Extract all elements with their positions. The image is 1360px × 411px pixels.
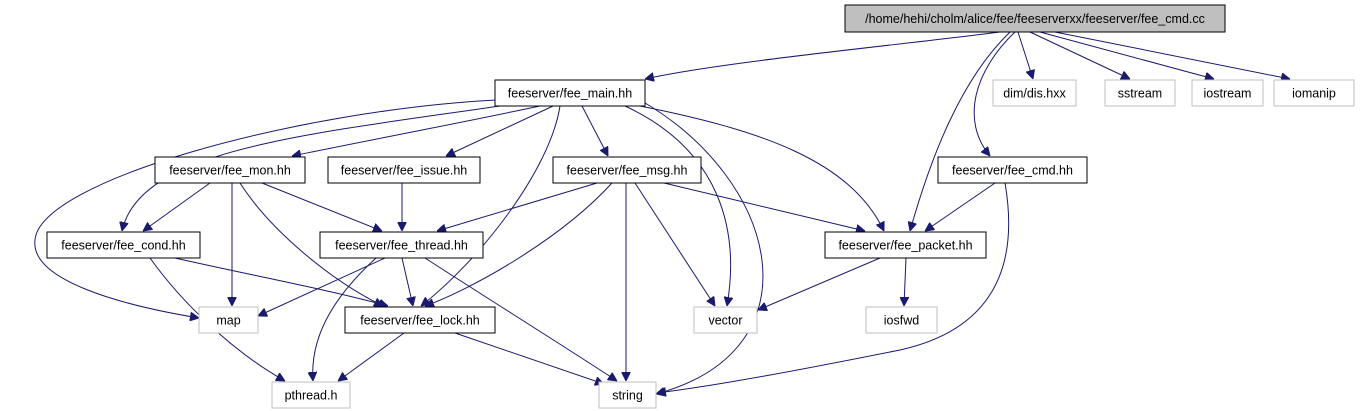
edge-fee_main-to-map	[34, 99, 498, 318]
node-label: feeserver/fee_cond.hh	[61, 238, 185, 252]
edge-root-to-fee_packet	[910, 31, 1011, 231]
node-box	[344, 306, 496, 334]
edge-fee_mon-to-fee_lock	[239, 182, 383, 306]
node-box	[937, 156, 1088, 184]
node-fee_packet[interactable]: feeserver/fee_packet.hh	[824, 231, 987, 259]
edge-fee_mon-to-fee_cond	[143, 182, 211, 231]
edge-fee_main-to-fee_msg	[581, 105, 608, 156]
edge-fee_msg-to-fee_thread	[437, 182, 598, 231]
edge-fee_lock-to-pthread	[338, 332, 405, 381]
node-sstream: sstream	[1104, 79, 1176, 107]
edge-fee_packet-to-vector	[758, 257, 881, 310]
node-fee_mon[interactable]: feeserver/fee_mon.hh	[154, 156, 306, 184]
node-fee_msg[interactable]: feeserver/fee_msg.hh	[552, 156, 702, 184]
edge-root-to-iostream	[1039, 31, 1214, 79]
edge-fee_cmd_hh-to-fee_packet	[925, 182, 996, 231]
node-box	[327, 156, 481, 184]
node-label: dim/dis.hxx	[1003, 86, 1066, 100]
edge-fee_packet-to-iosfwd	[904, 257, 906, 306]
node-box	[271, 381, 351, 409]
node-label: feeserver/fee_issue.hh	[341, 163, 468, 177]
node-box	[1104, 79, 1176, 107]
node-pthread: pthread.h	[271, 381, 351, 409]
node-label: feeserver/fee_packet.hh	[838, 238, 972, 252]
node-dis: dim/dis.hxx	[992, 79, 1077, 107]
node-label: iostream	[1204, 86, 1252, 100]
node-vector: vector	[693, 306, 758, 334]
node-box	[844, 4, 1226, 33]
node-box	[319, 231, 484, 259]
node-box	[46, 231, 201, 259]
node-label: string	[612, 388, 643, 402]
node-box	[824, 231, 987, 259]
node-fee_lock[interactable]: feeserver/fee_lock.hh	[344, 306, 496, 334]
node-fee_cond[interactable]: feeserver/fee_cond.hh	[46, 231, 201, 259]
edge-fee_thread-to-string	[424, 257, 617, 381]
edge-fee_main-to-fee_mon	[292, 105, 541, 156]
node-box	[865, 306, 938, 334]
node-fee_main[interactable]: feeserver/fee_main.hh	[494, 79, 646, 107]
node-label: feeserver/fee_cmd.hh	[952, 163, 1073, 177]
edge-fee_msg-to-vector	[634, 182, 715, 306]
edge-fee_lock-to-string	[454, 332, 604, 384]
edge-fee_main-to-fee_issue	[446, 105, 554, 156]
node-box	[198, 306, 259, 334]
node-fee_issue[interactable]: feeserver/fee_issue.hh	[327, 156, 481, 184]
edge-fee_msg-to-fee_lock	[425, 182, 613, 306]
node-map: map	[198, 306, 259, 334]
node-label: /home/hehi/cholm/alice/fee/feeserverxx/f…	[865, 12, 1205, 26]
edge-root-to-fee_main	[645, 31, 1001, 79]
node-box	[693, 306, 758, 334]
node-box	[1273, 79, 1355, 107]
edge-root-to-dis	[1017, 31, 1033, 79]
edge-root-to-iomanip	[1054, 31, 1290, 79]
nodes-layer: /home/hehi/cholm/alice/fee/feeserverxx/f…	[46, 4, 1355, 409]
edge-fee_main-to-fee_lock	[421, 105, 561, 306]
node-box	[598, 381, 657, 409]
node-iosfwd: iosfwd	[865, 306, 938, 334]
node-label: iosfwd	[884, 313, 919, 327]
node-root[interactable]: /home/hehi/cholm/alice/fee/feeserverxx/f…	[844, 4, 1226, 33]
node-string: string	[598, 381, 657, 409]
node-iomanip: iomanip	[1273, 79, 1355, 107]
node-label: feeserver/fee_msg.hh	[567, 163, 688, 177]
node-label: pthread.h	[285, 388, 338, 402]
node-label: map	[216, 313, 240, 327]
edge-fee_main-to-fee_cond	[122, 105, 501, 231]
edge-fee_main-to-fee_packet	[639, 105, 884, 231]
node-label: iomanip	[1292, 86, 1336, 100]
node-label: feeserver/fee_thread.hh	[335, 238, 468, 252]
node-box	[1191, 79, 1264, 107]
edge-fee_msg-to-fee_packet	[663, 182, 865, 231]
node-fee_thread[interactable]: feeserver/fee_thread.hh	[319, 231, 484, 259]
edge-fee_thread-to-fee_lock	[401, 257, 413, 306]
edge-fee_main-to-string	[639, 99, 764, 394]
node-box	[154, 156, 306, 184]
node-label: feeserver/fee_lock.hh	[360, 313, 480, 327]
edge-fee_thread-to-pthread	[313, 257, 377, 381]
edge-fee_mon-to-fee_thread	[261, 182, 382, 231]
edge-fee_thread-to-map	[258, 257, 386, 316]
edge-fee_cond-to-fee_lock	[174, 257, 388, 306]
node-box	[494, 79, 646, 107]
node-box	[552, 156, 702, 184]
node-box	[992, 79, 1077, 107]
node-fee_cmd_hh[interactable]: feeserver/fee_cmd.hh	[937, 156, 1088, 184]
node-iostream: iostream	[1191, 79, 1264, 107]
edge-fee_main-to-vector	[624, 105, 731, 306]
edges-layer	[34, 31, 1290, 394]
edge-fee_cmd_hh-to-string	[657, 182, 1010, 393]
edge-root-to-sstream	[1029, 31, 1130, 79]
edge-root-to-fee_cmd_hh	[973, 31, 1016, 156]
node-label: feeserver/fee_main.hh	[508, 86, 632, 100]
node-label: feeserver/fee_mon.hh	[169, 163, 291, 177]
node-label: vector	[708, 313, 742, 327]
node-label: sstream	[1118, 86, 1162, 100]
